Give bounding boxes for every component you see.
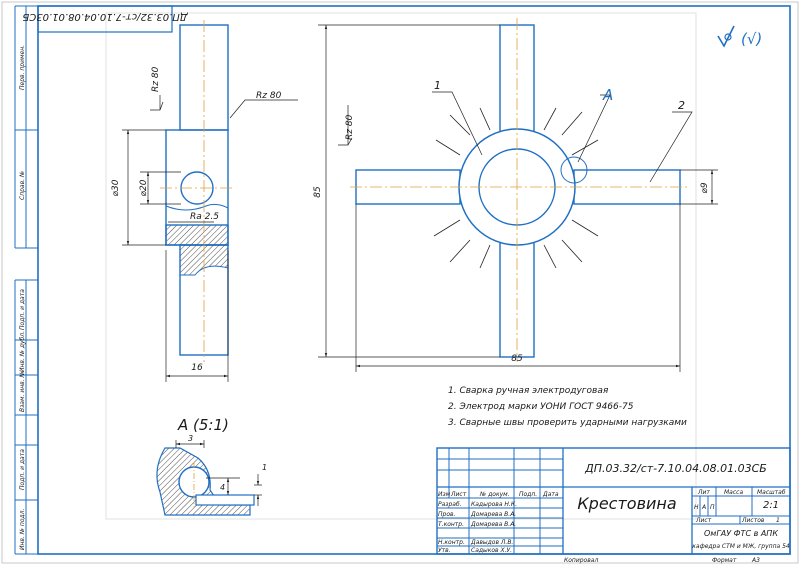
detail-a-view <box>156 447 255 516</box>
tb-role-approved: Утв. <box>438 547 451 554</box>
side-label-first-use: Перв. примен. <box>19 45 26 90</box>
dim-d9: ⌀9 <box>700 182 710 193</box>
tb-header-list: Лист <box>450 491 467 498</box>
front-view-dimensions <box>318 24 718 372</box>
weld-symbols <box>433 107 599 269</box>
tb-name-ncontrol: Давыдов Л.В. <box>470 539 513 546</box>
tb-role-ncontrol: Н.контр. <box>438 539 465 546</box>
tb-scale-value: 2:1 <box>763 500 779 511</box>
tb-scale-label: Масштаб <box>757 489 786 496</box>
tb-header-doc: № докум. <box>479 491 510 498</box>
tb-header-date: Дата <box>542 491 559 498</box>
tb-sheets-label: Листов <box>741 517 765 524</box>
side-label-repl-inv: Взам. инв. № <box>19 371 26 412</box>
tb-name-checker: Домарева В.А. <box>470 511 516 518</box>
side-section-view <box>160 20 232 362</box>
roughness-rz80-side-right: Rz 80 <box>256 91 282 101</box>
tb-name-tcontrol: Домарева В.А. <box>470 521 516 528</box>
tb-org-line-2: кафедра СТМ и МЖ, группа 54 <box>692 543 790 550</box>
tb-org-line-1: ОмГАУ ФТС в АПК <box>704 529 778 538</box>
tb-lit-n: Н <box>694 504 699 511</box>
detail-dim-1: 1 <box>262 463 267 472</box>
tb-role-developer: Разраб. <box>438 501 462 508</box>
tb-header-izm: Изм <box>438 491 451 498</box>
dim-total-height: 85 <box>313 186 323 198</box>
detail-a-dimensions <box>175 440 262 506</box>
roughness-rz80-front: Rz 80 <box>345 114 355 140</box>
tb-sheets-count: 1 <box>776 517 780 524</box>
bottom-format-value: А3 <box>751 557 760 564</box>
detail-a-title: А (5:1) <box>177 416 229 434</box>
bottom-copied-label: Копировал <box>564 557 598 564</box>
note-3: 3. Сварные швы проверить ударными нагруз… <box>448 418 687 428</box>
general-roughness-symbol: (√) <box>717 25 762 48</box>
tb-lit-p: П <box>710 504 715 511</box>
tb-role-checker: Пров. <box>438 511 456 518</box>
tb-role-tcontrol: Т.контр. <box>438 521 464 528</box>
detail-dim-4: 4 <box>220 483 225 492</box>
title-part-name: Крестовина <box>577 494 676 513</box>
side-view-dimensions <box>122 95 298 382</box>
rotated-code-box <box>37 5 173 33</box>
tb-lit-a: А <box>701 504 706 511</box>
roughness-ra25: Ra 2.5 <box>190 212 219 222</box>
note-1: 1. Сварка ручная электродуговая <box>448 386 609 396</box>
technical-notes: 1. Сварка ручная электродуговая 2. Элект… <box>448 386 687 428</box>
side-label-dup-inv: Инв. № дубл. <box>19 331 26 372</box>
callout-2: 2 <box>678 99 685 112</box>
detail-dim-3: 3 <box>188 434 193 443</box>
dim-d20: ⌀20 <box>139 179 149 196</box>
side-label-orig-inv: Инв. № подл. <box>19 509 26 550</box>
side-label-sign-date-1: Подп. и дата <box>19 289 26 330</box>
dim-total-width: 85 <box>511 354 523 364</box>
dim-d30: ⌀30 <box>111 179 121 196</box>
front-view-cross <box>350 18 688 362</box>
roughness-rz80-side-left: Rz 80 <box>151 66 161 92</box>
title-doc-code: ДП.03.32/ст-7.10.04.08.01.03СБ <box>584 462 767 475</box>
bottom-format-label: Формат <box>712 557 737 564</box>
side-label-ref-no: Справ. № <box>19 171 26 200</box>
tb-name-developer: Кадырова Н.К. <box>471 501 517 508</box>
side-label-sign-date-2: Подп. и дата <box>19 449 26 490</box>
tb-name-approved: Садыков Х.У. <box>471 547 512 554</box>
view-area-frame <box>105 12 697 520</box>
callout-1: 1 <box>434 79 441 92</box>
dim-thickness: 16 <box>191 363 203 373</box>
tb-header-sign: Подп. <box>519 491 537 498</box>
rotated-doc-code: ДП.03.32/ст-7.10.04.08.01.03СБ <box>22 11 188 22</box>
note-2: 2. Электрод марки УОНИ ГОСТ 9466-75 <box>448 402 634 412</box>
tb-sheet-label: Лист <box>695 517 712 524</box>
svg-text:(√): (√) <box>741 30 762 48</box>
title-block-grid <box>436 447 791 555</box>
tb-lit-label: Лит <box>697 489 710 496</box>
tb-mass-label: Масса <box>724 489 743 496</box>
left-side-strip <box>14 5 38 555</box>
callout-detail-a: A <box>602 86 613 104</box>
